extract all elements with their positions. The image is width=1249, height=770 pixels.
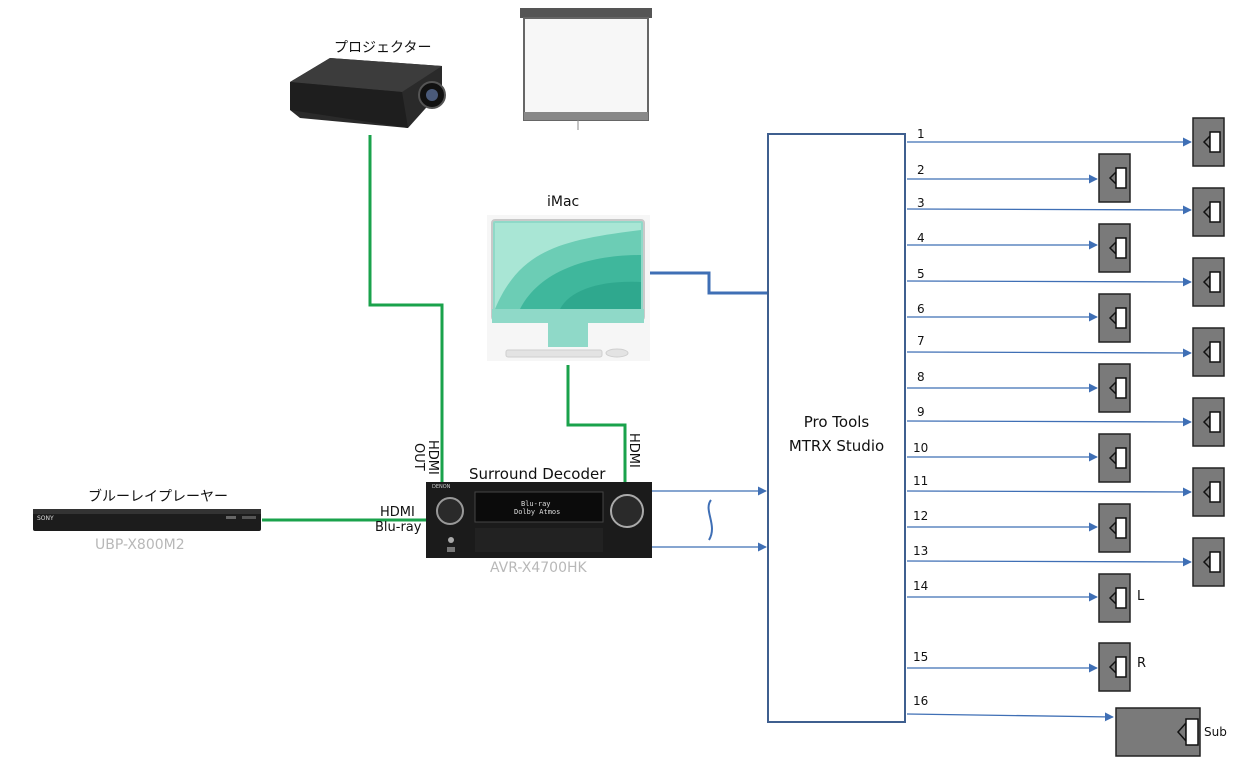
mtrx-subtitle: MTRX Studio — [788, 437, 885, 455]
speaker-icon-4 — [1098, 223, 1131, 273]
mtrx-studio-box: Pro Tools MTRX Studio — [767, 133, 906, 723]
receiver-display-1: Blu-ray — [521, 500, 551, 508]
speaker-icon-10 — [1098, 433, 1131, 483]
hdmi-out-label-1: HDMI — [425, 440, 440, 475]
imac-icon — [487, 215, 650, 361]
bluray-model: UBP-X800M2 — [95, 537, 185, 553]
output-number: 2 — [917, 163, 925, 177]
hdmi-imac-label: HDMI — [626, 433, 641, 468]
speaker-icon-15 — [1098, 642, 1131, 692]
output-number: 4 — [917, 231, 925, 245]
speaker-icon-3 — [1192, 187, 1225, 237]
hdmi-in-label-2: Blu-ray — [375, 520, 422, 535]
imac-mtrx-line — [650, 271, 767, 295]
projection-screen-icon — [520, 8, 652, 130]
output-number: 11 — [913, 474, 929, 488]
speaker-icon-6 — [1098, 293, 1131, 343]
imac-label: iMac — [547, 194, 580, 210]
hdmi-out-label-2: OUT — [411, 443, 426, 471]
output-number: 6 — [917, 302, 925, 316]
speaker-icon-2 — [1098, 153, 1131, 203]
mtrx-title: Pro Tools — [803, 413, 870, 431]
receiver-model: AVR-X4700HK — [490, 560, 587, 576]
wave-symbol — [707, 499, 713, 541]
speaker-icon-5 — [1192, 257, 1225, 307]
receiver-brand: DENON — [432, 484, 451, 490]
speaker-label-sub: Sub — [1204, 725, 1227, 739]
hdmi-in-label-1: HDMI — [380, 505, 415, 520]
output-number: 9 — [917, 405, 925, 419]
subwoofer-icon — [1115, 707, 1201, 757]
speaker-icon-11 — [1192, 467, 1225, 517]
output-number: 5 — [917, 267, 925, 281]
receiver-display-2: Dolby Atmos — [514, 508, 561, 516]
speaker-icon-14 — [1098, 573, 1131, 623]
speaker-icon-12 — [1098, 503, 1131, 553]
speaker-label-l: L — [1137, 589, 1145, 604]
speaker-group — [1098, 117, 1225, 757]
imac-hdmi-line — [566, 365, 627, 482]
bluray-label: ブルーレイプレーヤー — [88, 489, 228, 505]
output-number: 7 — [917, 334, 925, 348]
output-number: 8 — [917, 370, 925, 384]
output-number: 1 — [917, 127, 925, 141]
speaker-icon-8 — [1098, 363, 1131, 413]
receiver-icon — [426, 482, 652, 558]
projector-icon — [290, 58, 446, 128]
output-number: 16 — [913, 694, 929, 708]
speaker-icon-9 — [1192, 397, 1225, 447]
bluray-player-icon — [33, 509, 261, 531]
output-number: 10 — [913, 441, 929, 455]
output-number: 12 — [913, 509, 929, 523]
output-number: 14 — [913, 579, 929, 593]
output-number: 13 — [913, 544, 929, 558]
speaker-icon-7 — [1192, 327, 1225, 377]
speaker-label-r: R — [1137, 656, 1147, 671]
projector-label: プロジェクター — [334, 40, 432, 56]
output-number: 15 — [913, 650, 929, 664]
bluray-brand: SONY — [37, 515, 54, 522]
speaker-icon-13 — [1192, 537, 1225, 587]
receiver-label: Surround Decoder — [469, 465, 606, 483]
output-number: 3 — [917, 196, 925, 210]
speaker-icon-1 — [1192, 117, 1225, 167]
projector-hdmi-line — [368, 135, 444, 482]
